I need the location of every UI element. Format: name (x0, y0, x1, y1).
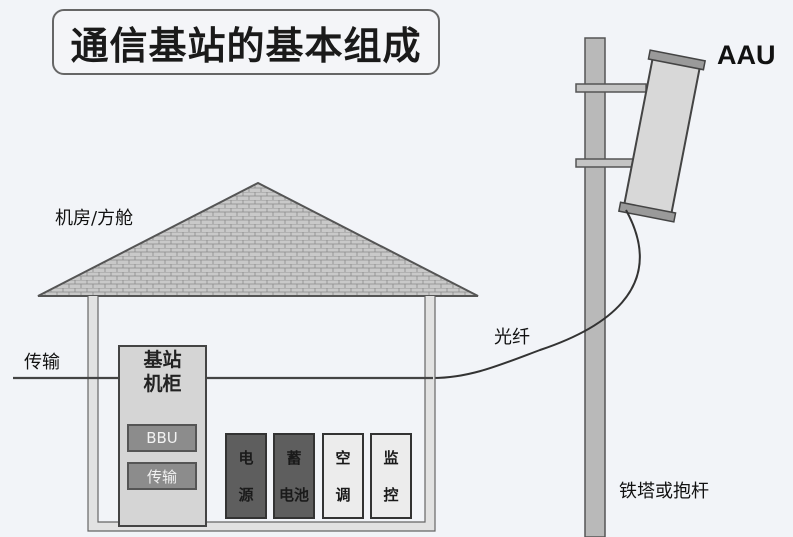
aau-label: AAU (717, 40, 776, 70)
air-conditioner-line1: 空 (335, 448, 351, 467)
power-box: 电 源 (225, 433, 267, 519)
power-line1: 电 (238, 448, 254, 467)
cabinet-title-line1: 基站 (143, 349, 182, 371)
page-title: 通信基站的基本组成 (70, 23, 422, 68)
tower-pole (584, 37, 606, 537)
room-label: 机房/方舱 (55, 208, 134, 229)
aau-antenna (617, 49, 707, 223)
power-line2: 源 (238, 485, 254, 504)
monitor-line1: 监 (383, 448, 399, 467)
fiber-label: 光纤 (494, 327, 530, 348)
battery-box: 蓄 电池 (273, 433, 315, 519)
battery-line1: 蓄 (286, 448, 302, 467)
title-box: 通信基站的基本组成 (52, 9, 440, 75)
battery-line2: 电池 (278, 485, 309, 504)
house-roof (37, 181, 479, 297)
bbu-module: BBU (127, 424, 197, 452)
house-walls (88, 296, 435, 532)
tower-label: 铁塔或抱杆 (619, 481, 709, 502)
transmission-label: 传输 (24, 352, 60, 373)
monitor-box: 监 控 (370, 433, 412, 519)
cabinet-title-line2: 机柜 (143, 373, 182, 395)
air-conditioner-box: 空 调 (322, 433, 364, 519)
transmission-module: 传输 (127, 462, 197, 490)
fiber-cable (432, 209, 641, 379)
air-conditioner-line2: 调 (335, 485, 351, 504)
cabinet-title: 基站 机柜 (119, 348, 206, 396)
monitor-line2: 控 (383, 485, 399, 504)
